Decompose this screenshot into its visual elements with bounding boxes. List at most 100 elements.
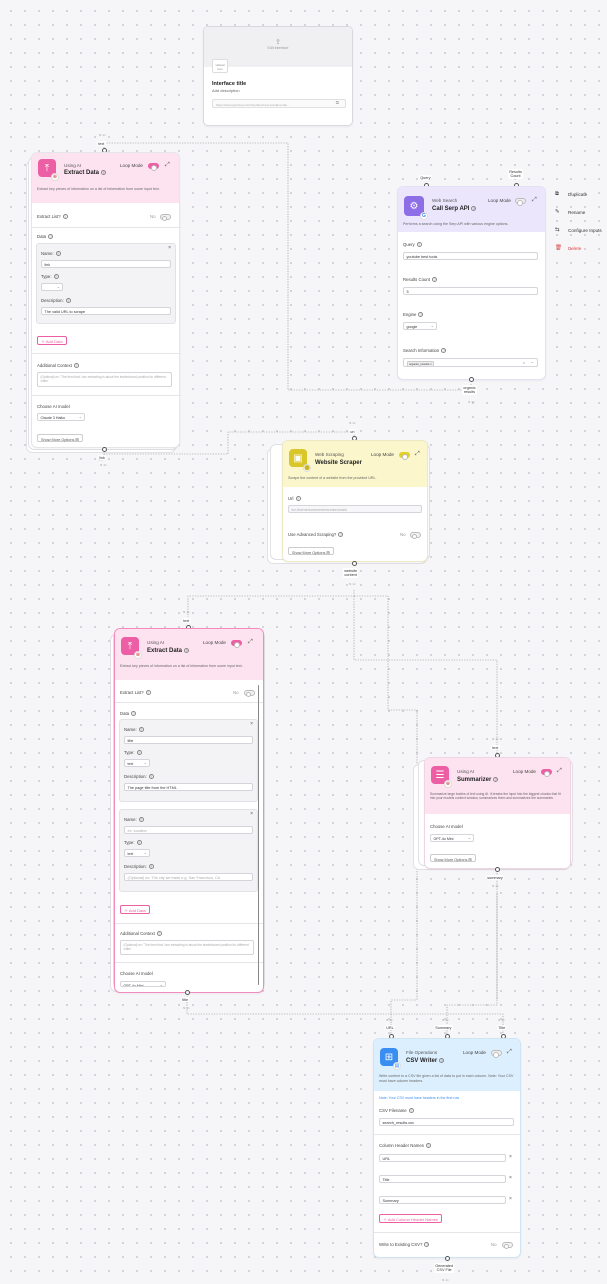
model-select[interactable]: GPT-4o Mini [120,981,166,987]
expand-icon[interactable]: ⤢ [415,451,420,457]
show-more-options-button[interactable]: Show More Options ⊞ [37,434,83,442]
type-select[interactable]: text [124,849,150,857]
help-icon[interactable]: ? [424,1242,430,1248]
help-icon[interactable]: ? [101,170,107,175]
expand-icon[interactable]: ⤢ [248,639,253,645]
expand-icon[interactable]: ⤢ [532,197,537,203]
clear-icon[interactable]: × [522,360,525,365]
model-select[interactable]: GPT-4o Mini [430,834,474,842]
help-icon[interactable]: ? [55,251,61,257]
column-header-input[interactable]: Title [379,1175,506,1183]
remove-header-icon[interactable]: × [509,1196,512,1202]
help-icon[interactable]: ? [418,312,424,318]
loop-mode-toggle[interactable] [231,640,242,648]
help-icon[interactable]: ? [145,690,151,696]
description-input[interactable]: (Optional) ex: The city we trade e.g. Sa… [124,873,253,881]
add-data-button[interactable]: ＋ Add Data [37,336,67,345]
interface-title[interactable]: Interface title [212,81,247,87]
help-icon[interactable]: ? [295,496,301,502]
search-info-tag[interactable]: organic_results × [406,360,435,366]
advanced-scraping-toggle[interactable] [410,532,421,540]
help-icon[interactable]: ? [65,298,71,304]
loop-mode-toggle[interactable] [148,163,159,171]
node-title[interactable]: CSV Writer? [406,1058,445,1065]
csv-writer-node[interactable]: ⊞ ▤ File Operations CSV Writer? Loop Mod… [373,1038,521,1258]
serp-output-port[interactable] [468,377,474,382]
scrollbar[interactable] [257,685,259,985]
additional-context-input[interactable]: (Optional) ex: 'The item that I am extra… [37,372,172,387]
interface-url[interactable]: https://www.gumloop.com/interface/new-in… [212,99,346,108]
call-serp-api-node[interactable]: ⚙ G Web Search Call Serp API? Loop Mode … [397,186,546,380]
help-icon[interactable]: ? [416,242,422,248]
type-select[interactable]: text [124,759,150,767]
loop-mode-toggle[interactable] [515,198,526,206]
description-input[interactable]: The page title from the HTML [124,783,253,791]
help-icon[interactable]: ? [425,1143,431,1149]
menu-item-duplicate[interactable]: Duplicate [568,192,588,197]
help-icon[interactable]: ? [48,234,54,240]
help-icon[interactable]: ? [131,711,137,717]
interface-subtitle[interactable]: Add description [212,88,240,93]
url-input[interactable]: for-theme/somewhereurlseomain [288,505,422,513]
website-scraper-node[interactable]: ▣ ⬤ Web Scraping Website Scraper Loop Mo… [282,440,428,562]
extract2-output-port[interactable] [185,990,190,995]
results-count-input[interactable]: 5 [403,287,538,295]
extract-list-toggle[interactable] [160,214,171,222]
menu-item-delete[interactable]: Delete [568,246,582,251]
show-more-options-button[interactable]: Show More Options ⊞ [288,547,334,555]
node-title[interactable]: Extract Data? [64,170,107,177]
scraper-output-port[interactable] [351,561,357,566]
chevron-down-icon[interactable]: ⌄ [530,359,534,364]
node-title[interactable]: Website Scraper [315,460,362,466]
help-icon[interactable]: ? [138,817,144,823]
help-icon[interactable]: ? [148,774,154,780]
csv-filename-input[interactable]: search_results.csv [379,1118,514,1126]
description-input[interactable]: The valid URL to scrape [41,307,171,315]
interface-banner[interactable]: ⇪ Edit interface [204,27,352,67]
column-header-input[interactable]: Summary [379,1196,506,1204]
remove-header-icon[interactable]: × [509,1154,512,1160]
help-icon[interactable]: ? [439,1058,445,1063]
expand-icon[interactable]: ⤢ [557,768,562,774]
remove-field-icon[interactable]: × [250,811,253,817]
loop-mode-toggle[interactable] [399,452,410,460]
interface-card[interactable]: ⇪ Edit interface Upload icon Interface t… [203,26,353,126]
extract-data-node-2[interactable]: ⤒ ⊕ Using AI Extract Data? Loop Mode ⤢ E… [114,628,264,993]
help-icon[interactable]: ? [184,648,190,653]
name-input[interactable]: ex: location [124,826,253,834]
remove-field-icon[interactable]: × [250,721,253,727]
help-icon[interactable]: ? [148,864,154,870]
engine-select[interactable]: google [403,322,437,330]
node-title[interactable]: Summarizer? [457,777,499,784]
expand-icon[interactable]: ⤢ [507,1049,512,1055]
help-icon[interactable]: ? [493,777,499,782]
help-icon[interactable]: ? [441,348,447,354]
name-input[interactable]: title [124,736,253,744]
extract-list-toggle[interactable] [244,690,255,698]
upload-icon-box[interactable]: Upload icon [212,59,228,73]
loop-mode-toggle[interactable] [491,1050,502,1058]
write-existing-toggle[interactable] [502,1242,513,1250]
help-icon[interactable]: ? [53,274,59,280]
help-icon[interactable]: ? [136,840,142,846]
name-input[interactable]: link [41,260,171,268]
model-select[interactable]: Claude 3 Haiku [37,413,85,421]
additional-context-input[interactable]: (Optional) ex: 'The item that I am extra… [120,940,254,955]
menu-item-configure-inputs[interactable]: Configure Inputs [568,228,602,233]
add-column-header-button[interactable]: ＋ Add Column Header Names [379,1214,442,1223]
query-input[interactable]: youtube best tools [403,252,538,260]
help-icon[interactable]: ? [471,206,477,211]
node-title[interactable]: Extract Data? [147,648,190,655]
menu-item-rename[interactable]: Rename [568,210,586,215]
help-icon[interactable]: ? [432,277,437,283]
extract-data-node-1[interactable]: ⤒ ⊕ Using AI Extract Data? Loop Mode ⤢ E… [31,152,181,448]
help-icon[interactable]: ? [136,750,142,756]
help-icon[interactable]: ? [62,214,68,220]
csv-output-port[interactable] [444,1256,450,1261]
loop-mode-toggle[interactable] [541,769,552,777]
help-icon[interactable]: ? [73,363,79,369]
help-icon[interactable]: ? [408,1108,414,1114]
search-info-select[interactable]: organic_results × × ⌄ [403,358,538,367]
copy-icon[interactable]: ⧉ [335,100,339,105]
extract1-output-port[interactable] [101,447,107,452]
